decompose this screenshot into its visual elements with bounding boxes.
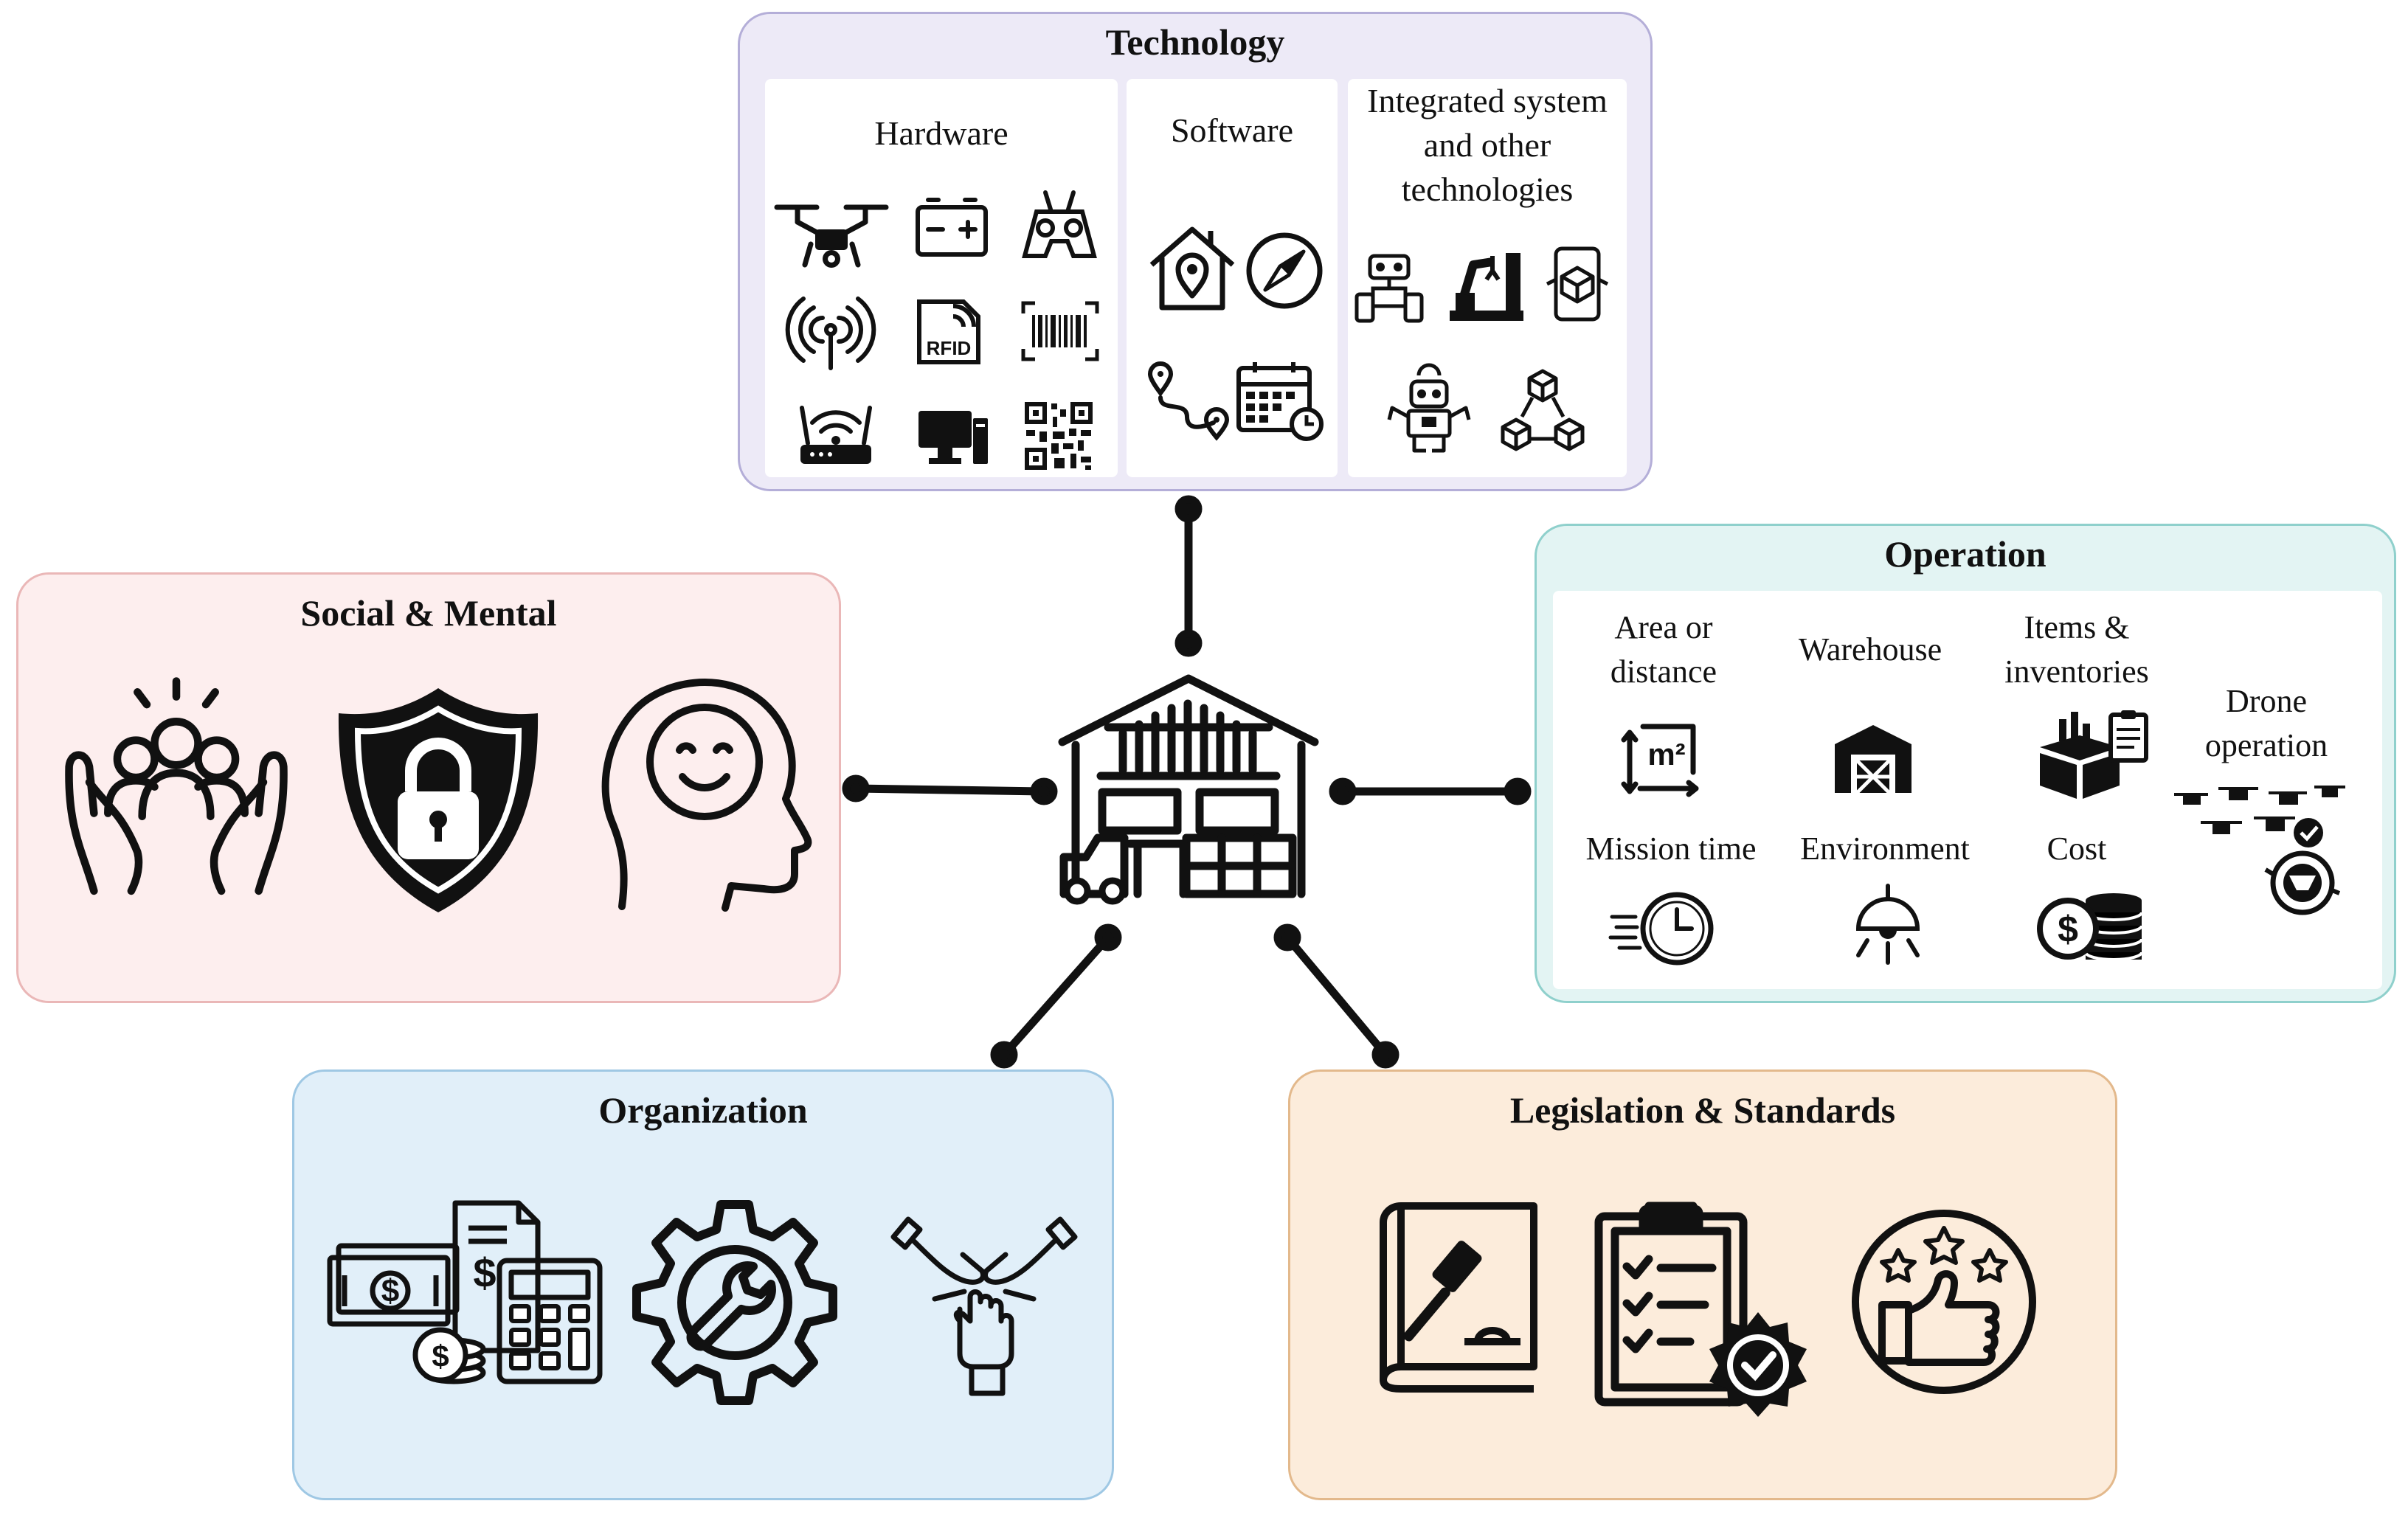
robotic-arm-icon — [1447, 250, 1526, 324]
antenna-signal-icon — [785, 293, 876, 371]
warehouse-building-icon — [1832, 722, 1914, 796]
environment-label: Environment — [1800, 831, 1970, 867]
robot-vehicle-icon — [1354, 253, 1425, 324]
qr-code-icon — [1025, 402, 1093, 470]
organization-panel: Organization $ $ $ — [292, 1069, 1114, 1500]
mission-time-label: Mission time — [1585, 831, 1757, 867]
route-icon — [1146, 361, 1233, 441]
remote-controller-icon — [1022, 190, 1097, 263]
blockchain-icon — [1500, 368, 1585, 454]
area-distance-label: Area or distance — [1610, 609, 1717, 690]
software-label: Software — [1170, 111, 1294, 149]
rfid-icon: RFID — [915, 297, 983, 367]
organization-title: Organization — [598, 1089, 808, 1131]
operation-panel: Operation Area or distance Warehouse Ite… — [1535, 524, 2396, 1003]
teamwork-hands-icon — [890, 1210, 1078, 1396]
wifi-router-icon — [798, 402, 874, 468]
coins-stack-icon: $ — [2034, 892, 2145, 964]
mobile-ar-cube-icon — [1544, 246, 1610, 322]
cost-label: Cost — [2047, 831, 2107, 867]
barcode-icon — [1020, 300, 1100, 362]
integrated-subpanel: Integrated system and other technologies — [1348, 79, 1627, 477]
svg-text:m²: m² — [1647, 737, 1685, 772]
stopwatch-icon — [1608, 887, 1717, 965]
finance-icon: $ $ $ — [322, 1199, 606, 1384]
technology-panel: Technology Hardware — [738, 12, 1653, 491]
social-mental-panel: Social & Mental — [16, 572, 841, 1003]
law-book-icon — [1379, 1202, 1538, 1393]
rating-thumbs-up-icon — [1850, 1207, 2038, 1396]
drone-swarm-icon — [2171, 783, 2370, 923]
home-location-icon — [1149, 225, 1236, 311]
certified-checklist-icon — [1594, 1197, 1813, 1420]
operation-subpanel: Area or distance Warehouse Items & inven… — [1553, 591, 2382, 989]
svg-text:$: $ — [2058, 909, 2078, 950]
svg-text:$: $ — [381, 1273, 399, 1309]
software-subpanel: Software — [1127, 79, 1338, 477]
smiling-head-icon — [601, 673, 814, 912]
warehouse-icon — [1056, 673, 1321, 905]
drone-camera-icon — [772, 197, 890, 271]
compass-icon — [1245, 231, 1324, 311]
technology-title: Technology — [1105, 21, 1285, 63]
area-m2-icon: m² — [1621, 718, 1702, 797]
operation-title: Operation — [1884, 533, 2047, 575]
hardware-label: Hardware — [874, 114, 1008, 152]
battery-icon — [915, 195, 989, 259]
robot-icon — [1385, 363, 1473, 454]
legislation-title: Legislation & Standards — [1509, 1089, 1896, 1131]
social-mental-title: Social & Mental — [300, 592, 557, 634]
legislation-panel: Legislation & Standards — [1288, 1069, 2117, 1500]
computer-icon — [916, 408, 989, 467]
gear-wrench-icon — [631, 1199, 839, 1407]
drone-operation-label: Drone operation — [2204, 683, 2328, 763]
integrated-label: Integrated system and other technologies — [1367, 82, 1608, 208]
inventory-box-icon — [2037, 709, 2153, 800]
warehouse-label: Warehouse — [1798, 631, 1942, 668]
ceiling-lamp-icon — [1852, 884, 1923, 965]
items-inventories-label: Items & inventories — [2004, 609, 2149, 690]
security-shield-lock-icon — [334, 684, 542, 917]
people-in-hands-icon — [60, 673, 293, 906]
svg-text:$: $ — [432, 1339, 449, 1373]
calendar-icon — [1236, 359, 1324, 442]
hardware-subpanel: Hardware — [765, 79, 1118, 477]
svg-text:$: $ — [473, 1249, 496, 1296]
svg-text:RFID: RFID — [927, 337, 972, 359]
